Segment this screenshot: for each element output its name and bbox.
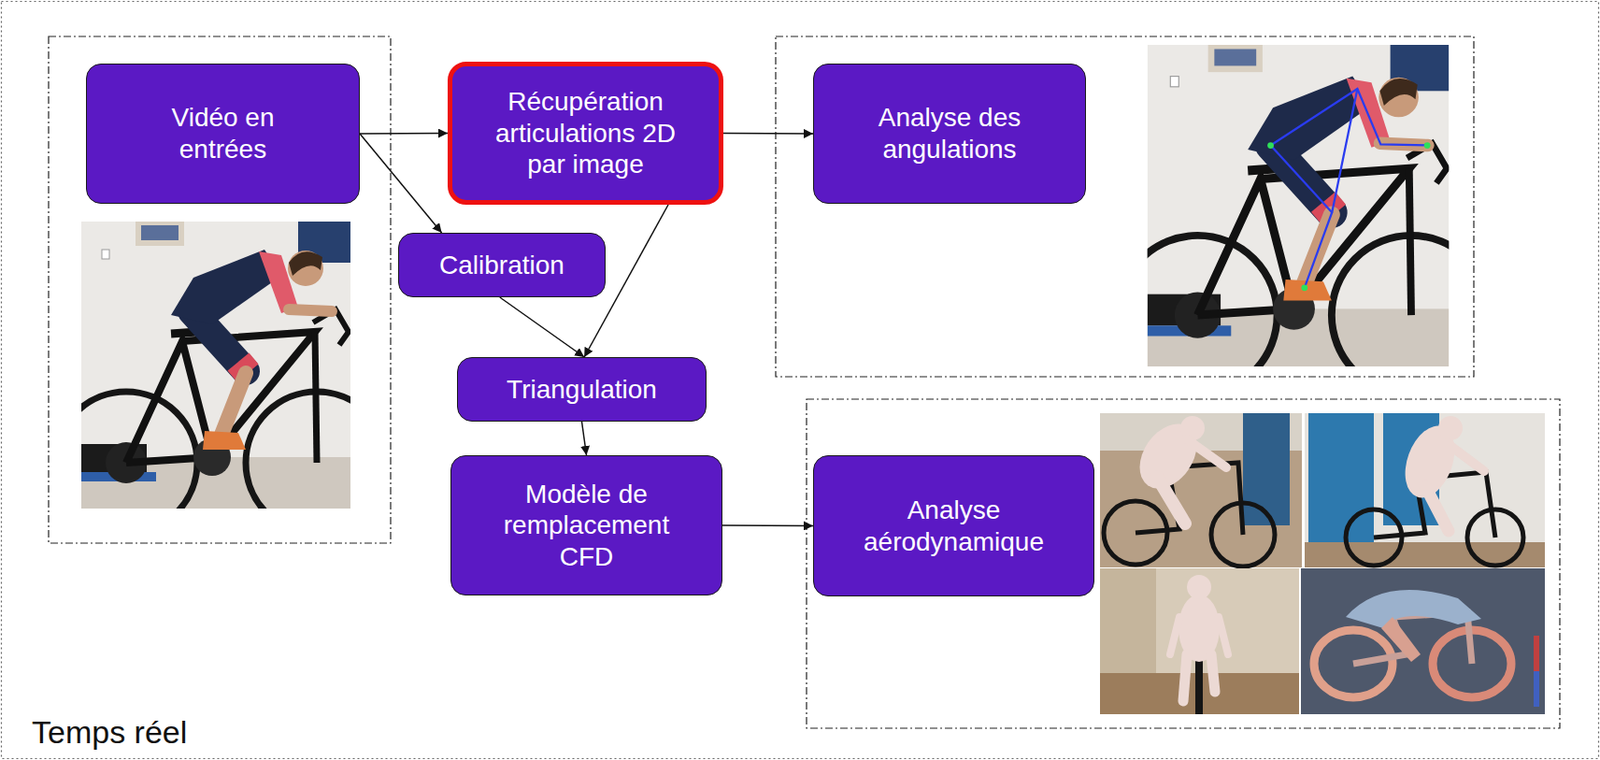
flow-arrow (500, 297, 585, 358)
aero-panels-part (1300, 568, 1545, 715)
aero-panels (1100, 413, 1545, 715)
pose-skeleton (1267, 88, 1430, 291)
aero-panels-part (1186, 574, 1212, 600)
aero-panels-part (1100, 568, 1300, 715)
process-box: Modèle de remplacement CFD (450, 455, 723, 596)
pose-photo-part (1117, 44, 1491, 395)
aero-panels-part (1183, 654, 1187, 701)
aero-panels-part (1186, 439, 1227, 468)
aero-panels-part (1438, 415, 1463, 441)
box-label: Modèle de remplacement CFD (490, 478, 683, 573)
flow-arrow (723, 132, 814, 135)
pose-photo (1117, 44, 1491, 395)
box-label: Triangulation (506, 373, 658, 406)
cyclist-photo (55, 221, 388, 534)
process-box: Triangulation (457, 357, 707, 422)
aero-panels-part (1446, 442, 1485, 472)
flow-arrow (359, 133, 443, 233)
aero-panels-part (1170, 616, 1180, 655)
box-label: Vidéo en entrées (143, 101, 303, 165)
process-box: Analyse des angulations (813, 63, 1086, 204)
group-bracket (48, 36, 1560, 729)
aero-panels-part (1135, 462, 1243, 535)
aero-panels-part (1211, 654, 1215, 692)
region-label: Temps réel (31, 714, 187, 751)
box-label: Calibration (439, 249, 565, 282)
box-label: Analyse aérodynamique (848, 494, 1059, 558)
aero-panels-part (1242, 413, 1290, 526)
flow-arrow (582, 421, 587, 456)
process-box: Récupération articulations 2D par image (447, 61, 724, 205)
aero-panels-part (1533, 671, 1540, 707)
aero-panels-part (1533, 635, 1540, 707)
aero-panels-part (1425, 485, 1449, 531)
pose-skeleton-part (1300, 284, 1308, 291)
aero-panels-part (1304, 413, 1545, 568)
flow-arrow (359, 132, 448, 135)
aero-panels-part (1100, 413, 1302, 568)
pose-skeleton-part (1271, 145, 1333, 288)
process-box: Analyse aérodynamique (813, 455, 1095, 597)
aero-panels-part (1381, 616, 1421, 662)
pose-skeleton-part (1267, 142, 1274, 149)
aero-panels-part (1345, 589, 1482, 629)
cyclist-photo-part (55, 221, 388, 534)
group-bracket-part (48, 36, 391, 543)
process-box: Vidéo en entrées (85, 63, 360, 204)
box-label: Analyse des angulations (860, 101, 1039, 165)
aero-panels-part (1157, 476, 1186, 524)
pose-skeleton-part (1271, 88, 1429, 145)
aero-panels-part (1308, 413, 1374, 554)
pose-skeleton-part (1424, 142, 1431, 149)
flow-arrow (722, 524, 814, 527)
aero-panels-part (1218, 616, 1229, 655)
group-bracket-part (806, 399, 1560, 729)
pose-skeleton-part (1331, 88, 1358, 213)
box-label: Récupération articulations 2D par image (485, 85, 686, 181)
process-box: Calibration (398, 232, 606, 298)
